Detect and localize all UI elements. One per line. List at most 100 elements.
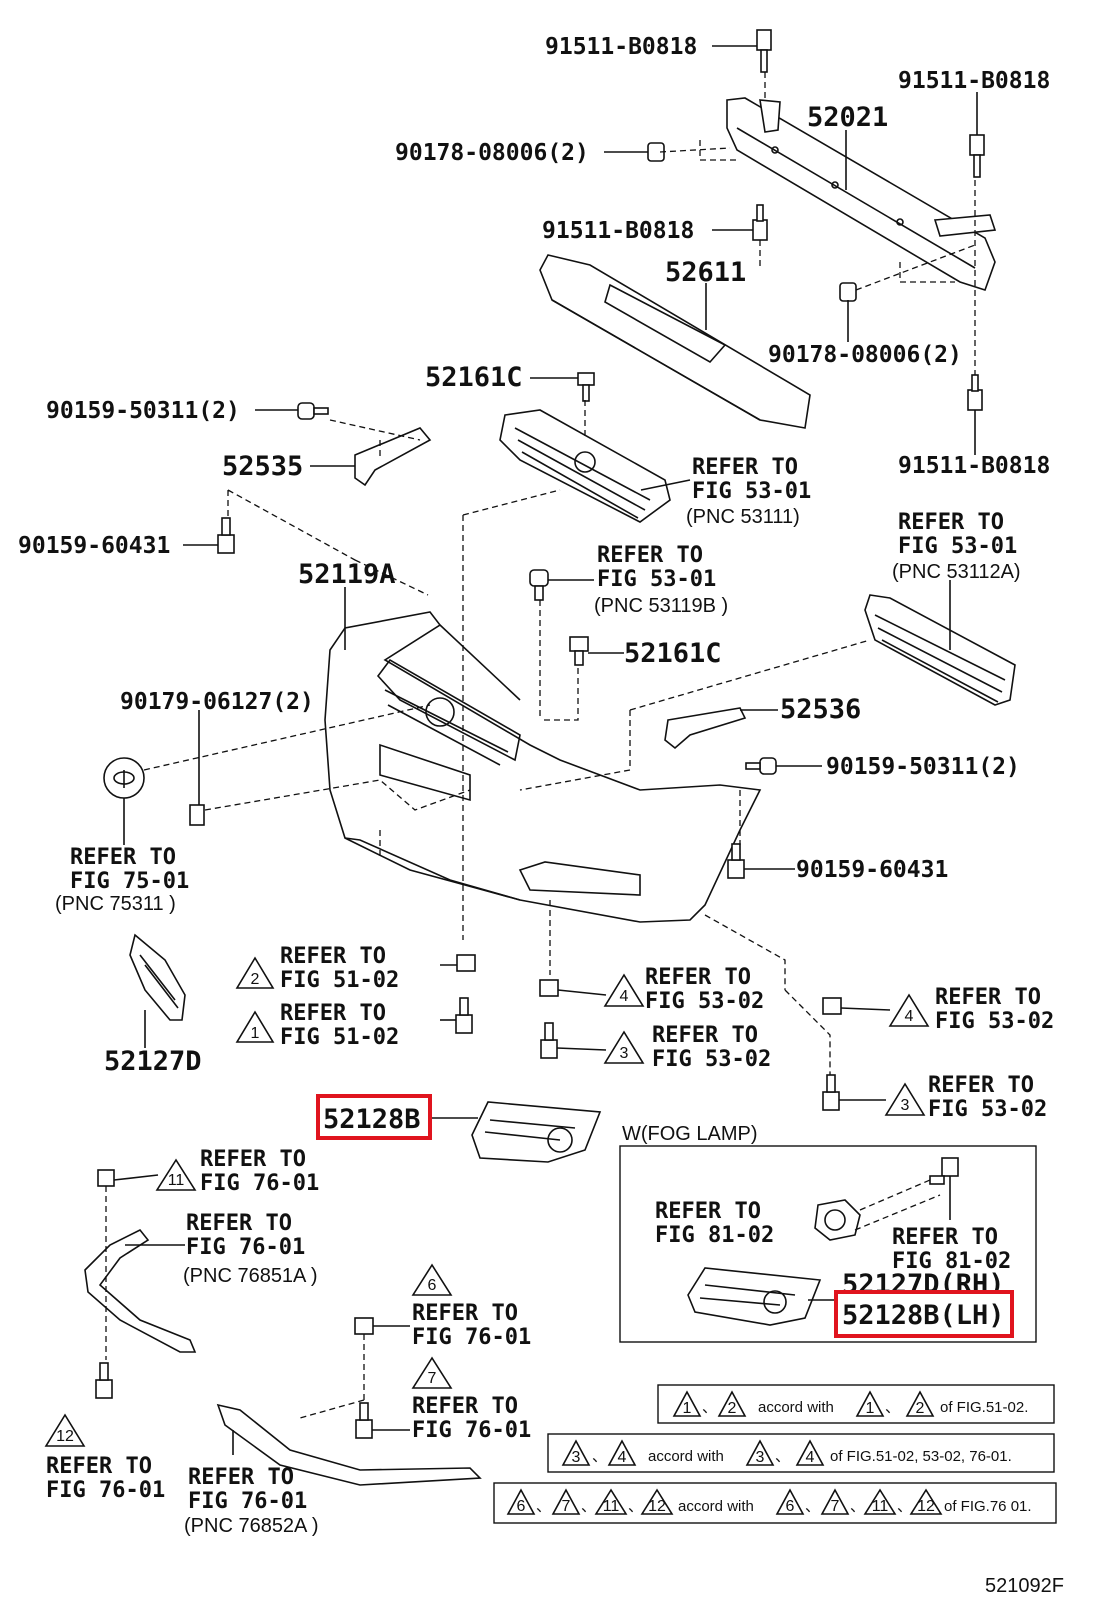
svg-text:3: 3: [572, 1449, 581, 1466]
highlight-52128b: [316, 1094, 432, 1140]
label-90178-08006: 90178-08006(2): [768, 342, 962, 368]
label-52611: 52611: [665, 257, 746, 288]
svg-text:FIG 81-02: FIG 81-02: [892, 1249, 1011, 1274]
svg-text:11: 11: [872, 1498, 889, 1515]
svg-text:FIG 81-02: FIG 81-02: [655, 1223, 774, 1248]
svg-text:REFER TO: REFER TO: [70, 845, 176, 870]
svg-text:6: 6: [517, 1498, 526, 1515]
fog-cover-52127d: [129, 933, 186, 1021]
svg-text:FIG 53-02: FIG 53-02: [928, 1097, 1047, 1122]
dashed-guide-lines: [105, 72, 976, 1419]
energy-absorber-52611: [539, 254, 811, 429]
bolt-icon: [929, 1157, 959, 1185]
spoiler-76852a: [216, 1403, 482, 1486]
svg-text:、: 、: [536, 1498, 551, 1515]
svg-text:、: 、: [805, 1498, 820, 1515]
refer-81-02-right: REFER TO FIG 81-02: [892, 1225, 1011, 1274]
label-90178-08006: 90178-08006(2): [395, 140, 589, 166]
triangle-marker-4: 4: [888, 993, 930, 1027]
triangle-marker-4: 4: [603, 973, 645, 1007]
svg-text:、: 、: [592, 1448, 607, 1465]
svg-text:、: 、: [702, 1399, 717, 1416]
svg-text:、: 、: [775, 1448, 790, 1465]
svg-text:3: 3: [756, 1449, 765, 1466]
svg-text:REFER TO: REFER TO: [692, 455, 798, 480]
bolt-icon: [969, 134, 985, 178]
refer-51-02-tri2: REFER TO FIG 51-02: [280, 944, 399, 993]
svg-text:7: 7: [562, 1498, 571, 1515]
triangle-marker-7: 7: [411, 1356, 453, 1389]
svg-text:7: 7: [831, 1498, 840, 1515]
bolt-icon: [95, 1362, 113, 1399]
refer-53119b: REFER TO FIG 53-01 (PNC 53119B ): [594, 543, 728, 617]
label-91511-b0818: 91511-B0818: [898, 68, 1050, 94]
svg-text:REFER TO: REFER TO: [597, 543, 703, 568]
side-grille-rh: [864, 594, 1016, 706]
triangle-marker-6: 6: [411, 1263, 453, 1296]
label-52128b-lh: 52128B(LH): [842, 1300, 1005, 1331]
svg-text:6: 6: [786, 1498, 795, 1515]
label-90159-60431: 90159-60431: [18, 533, 170, 559]
svg-text:REFER TO: REFER TO: [655, 1199, 761, 1224]
triangle-marker-12: 12: [44, 1413, 86, 1447]
refer-53-02-tri4-right: REFER TO FIG 53-02: [935, 985, 1054, 1034]
bolt-icon: [355, 1402, 373, 1439]
svg-text:FIG 53-01: FIG 53-01: [692, 479, 811, 504]
svg-text:3: 3: [620, 1045, 629, 1062]
svg-text:FIG 53-02: FIG 53-02: [645, 989, 764, 1014]
refer-76-01-tri6: REFER TO FIG 76-01: [412, 1301, 531, 1350]
note-box-3: 6 、 7 、 11 、 12 accord with 6 、 7 、 11 、…: [493, 1482, 1057, 1524]
svg-text:REFER TO: REFER TO: [46, 1454, 152, 1479]
svg-text:11: 11: [168, 1172, 185, 1189]
svg-text:、: 、: [885, 1399, 900, 1416]
bracket-52535: [354, 427, 432, 487]
refer-51-02-tri1: REFER TO FIG 51-02: [280, 1001, 399, 1050]
svg-text:、: 、: [581, 1498, 596, 1515]
bumper-reinforcement-52021: [726, 97, 997, 291]
svg-text:FIG 76-01: FIG 76-01: [200, 1171, 319, 1196]
label-52161c: 52161C: [425, 362, 523, 393]
svg-text:FIG 53-01: FIG 53-01: [597, 567, 716, 592]
svg-text:FIG 76-01: FIG 76-01: [46, 1478, 165, 1503]
triangle-marker-3: 3: [603, 1030, 645, 1064]
svg-text:REFER TO: REFER TO: [652, 1023, 758, 1048]
clip-icon: [569, 636, 589, 666]
upper-grille: [499, 409, 671, 523]
svg-text:、: 、: [850, 1498, 865, 1515]
label-52127d: 52127D: [104, 1046, 202, 1077]
svg-text:FIG 76-01: FIG 76-01: [412, 1325, 531, 1350]
svg-text:(PNC 53119B ): (PNC 53119B ): [594, 595, 728, 617]
svg-text:of FIG.51-02, 53-02, 76-01.: of FIG.51-02, 53-02, 76-01.: [830, 1448, 1012, 1465]
bumper-cover-52119a: [324, 611, 762, 923]
bracket-52536: [664, 707, 747, 750]
svg-text:(PNC 53112A): (PNC 53112A): [892, 561, 1021, 583]
svg-text:REFER TO: REFER TO: [898, 510, 1004, 535]
refer-75311: REFER TO FIG 75-01 (PNC 75311 ): [55, 845, 189, 915]
svg-text:4: 4: [905, 1008, 914, 1025]
label-91511-b0818: 91511-B0818: [542, 218, 694, 244]
svg-text:accord with: accord with: [758, 1399, 834, 1416]
note-box-2: 3 、 4 accord with 3 、 4 of FIG.51-02, 53…: [547, 1433, 1055, 1473]
fog-lamp-box: [619, 1145, 1037, 1343]
triangle-marker-11: 11: [155, 1158, 197, 1191]
highlight-52128b-lh: [834, 1290, 1014, 1338]
svg-text:of FIG.76 01.: of FIG.76 01.: [944, 1498, 1032, 1515]
bolt-icon: [455, 997, 473, 1034]
svg-text:11: 11: [603, 1498, 620, 1515]
triangle-marker-1: 1: [235, 1010, 275, 1043]
svg-text:REFER TO: REFER TO: [928, 1073, 1034, 1098]
svg-text:2: 2: [251, 971, 260, 988]
svg-text:REFER TO: REFER TO: [935, 985, 1041, 1010]
nut-icon: [839, 282, 857, 302]
svg-text:FIG 53-01: FIG 53-01: [898, 534, 1017, 559]
fog-cover-52128b-lh: [687, 1267, 822, 1326]
clip-icon: [529, 569, 549, 601]
bolt-icon: [756, 29, 772, 73]
refer-53111: REFER TO FIG 53-01 (PNC 53111): [686, 455, 811, 528]
bolt-icon: [217, 517, 235, 554]
svg-text:、: 、: [897, 1498, 912, 1515]
svg-text:(PNC 76851A ): (PNC 76851A ): [183, 1265, 318, 1287]
svg-text:FIG 53-02: FIG 53-02: [935, 1009, 1054, 1034]
label-52536: 52536: [780, 694, 861, 725]
svg-text:12: 12: [648, 1498, 666, 1515]
